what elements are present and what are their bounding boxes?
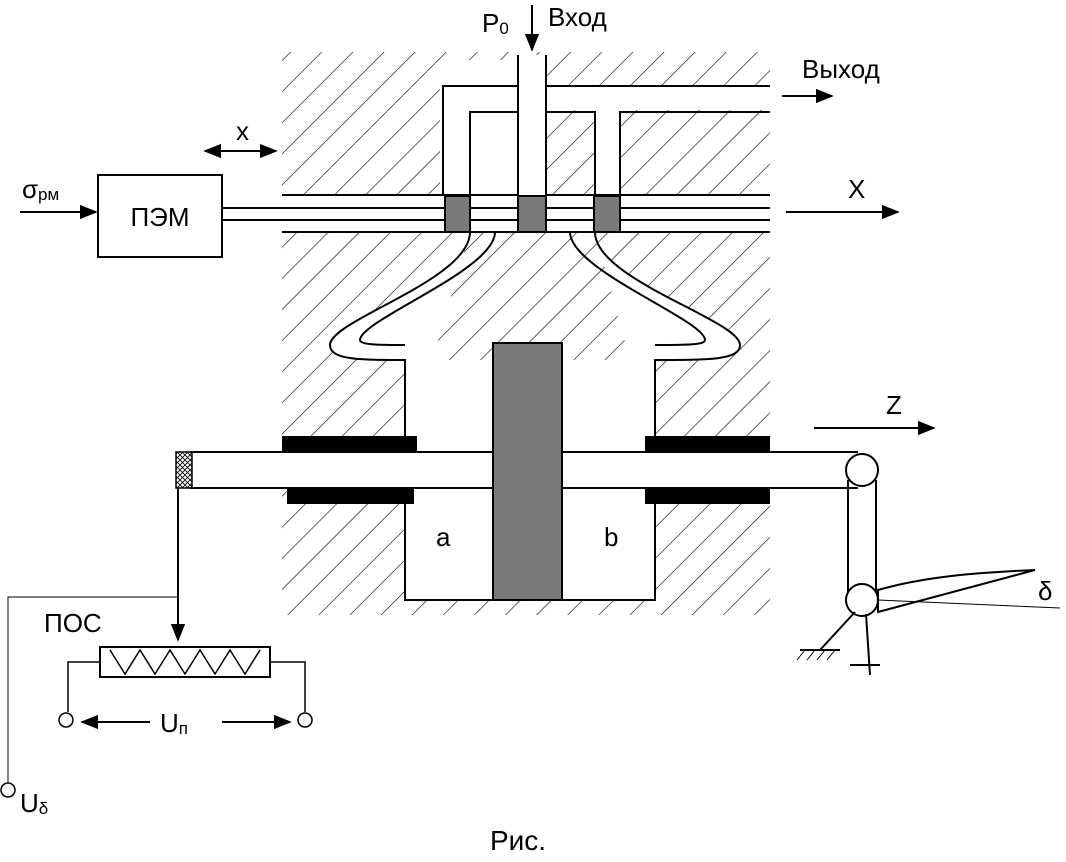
- output-label: Выход: [802, 54, 880, 84]
- x-big-label: X: [848, 174, 865, 204]
- feedback-potentiometer: [0, 488, 313, 798]
- u-p-label: Uп: [160, 708, 188, 738]
- input-label: Вход: [548, 2, 607, 32]
- chamber-a-label: a: [436, 522, 451, 552]
- spool-valve: [222, 195, 770, 233]
- u-delta-label: Uδ: [20, 788, 48, 818]
- z-label: Z: [886, 390, 902, 420]
- x-small-label: x: [236, 116, 249, 146]
- inlet-pipe: [517, 55, 547, 195]
- p0-label: P0: [482, 8, 509, 38]
- spool-land-center: [517, 195, 547, 233]
- rod-end-knurl: [175, 451, 193, 489]
- linkage: [796, 453, 1061, 676]
- rod-seals: [282, 436, 770, 504]
- figure-caption: Рис.: [490, 825, 546, 856]
- spool-land-right: [593, 195, 621, 233]
- piston: [492, 342, 563, 601]
- chamber-b-label: b: [604, 522, 618, 552]
- spool-land-left: [444, 195, 471, 233]
- sigma-label: σрм: [22, 174, 59, 204]
- pem-label: ПЭМ: [130, 202, 189, 232]
- lower-housing: [282, 231, 770, 615]
- pem-block: ПЭМ: [97, 174, 223, 258]
- delta-label: δ: [1038, 576, 1052, 606]
- pos-label: ПОС: [44, 608, 102, 638]
